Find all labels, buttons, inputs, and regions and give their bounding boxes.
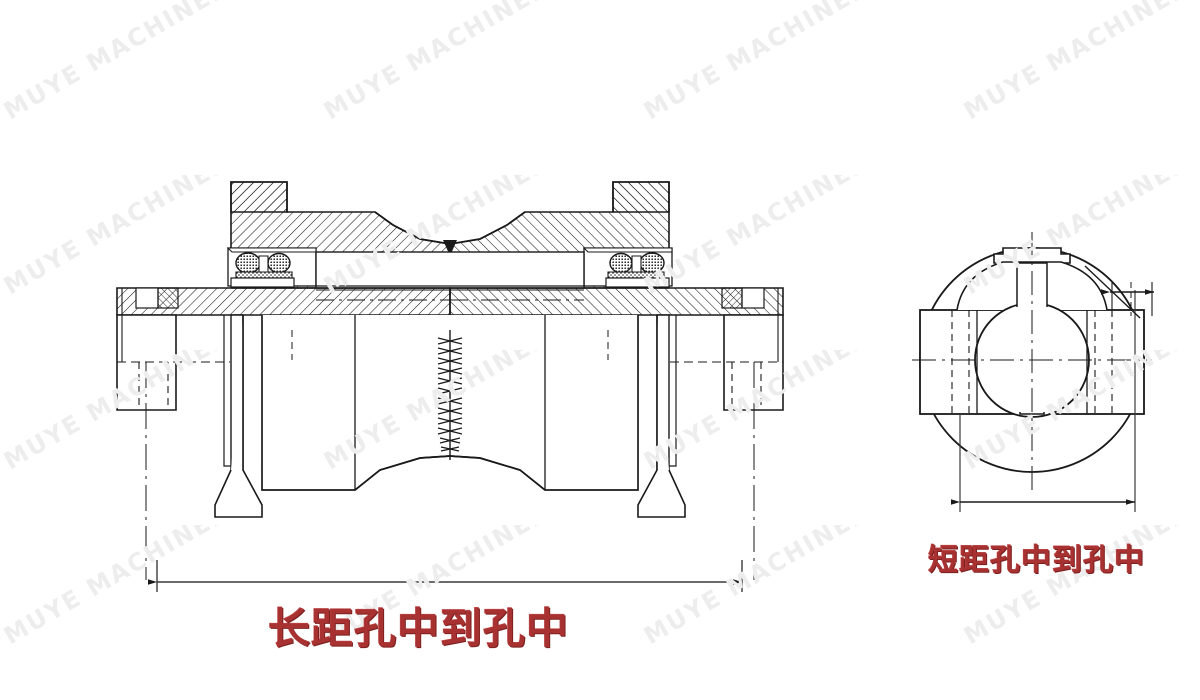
dimension-long-distance (148, 560, 743, 592)
seal-assembly-right (582, 247, 673, 288)
end-view-keyway-bottom (1019, 412, 1045, 415)
inner-sleeve (315, 251, 585, 291)
end-view (912, 232, 1154, 512)
long-distance-label: 长距孔中到孔中 (268, 604, 570, 653)
longitudinal-section-view (116, 181, 784, 592)
seal-assembly-left (226, 247, 317, 288)
short-distance-label: 短距孔中到孔中 (928, 543, 1145, 578)
lower-flange-hatched (116, 287, 784, 316)
